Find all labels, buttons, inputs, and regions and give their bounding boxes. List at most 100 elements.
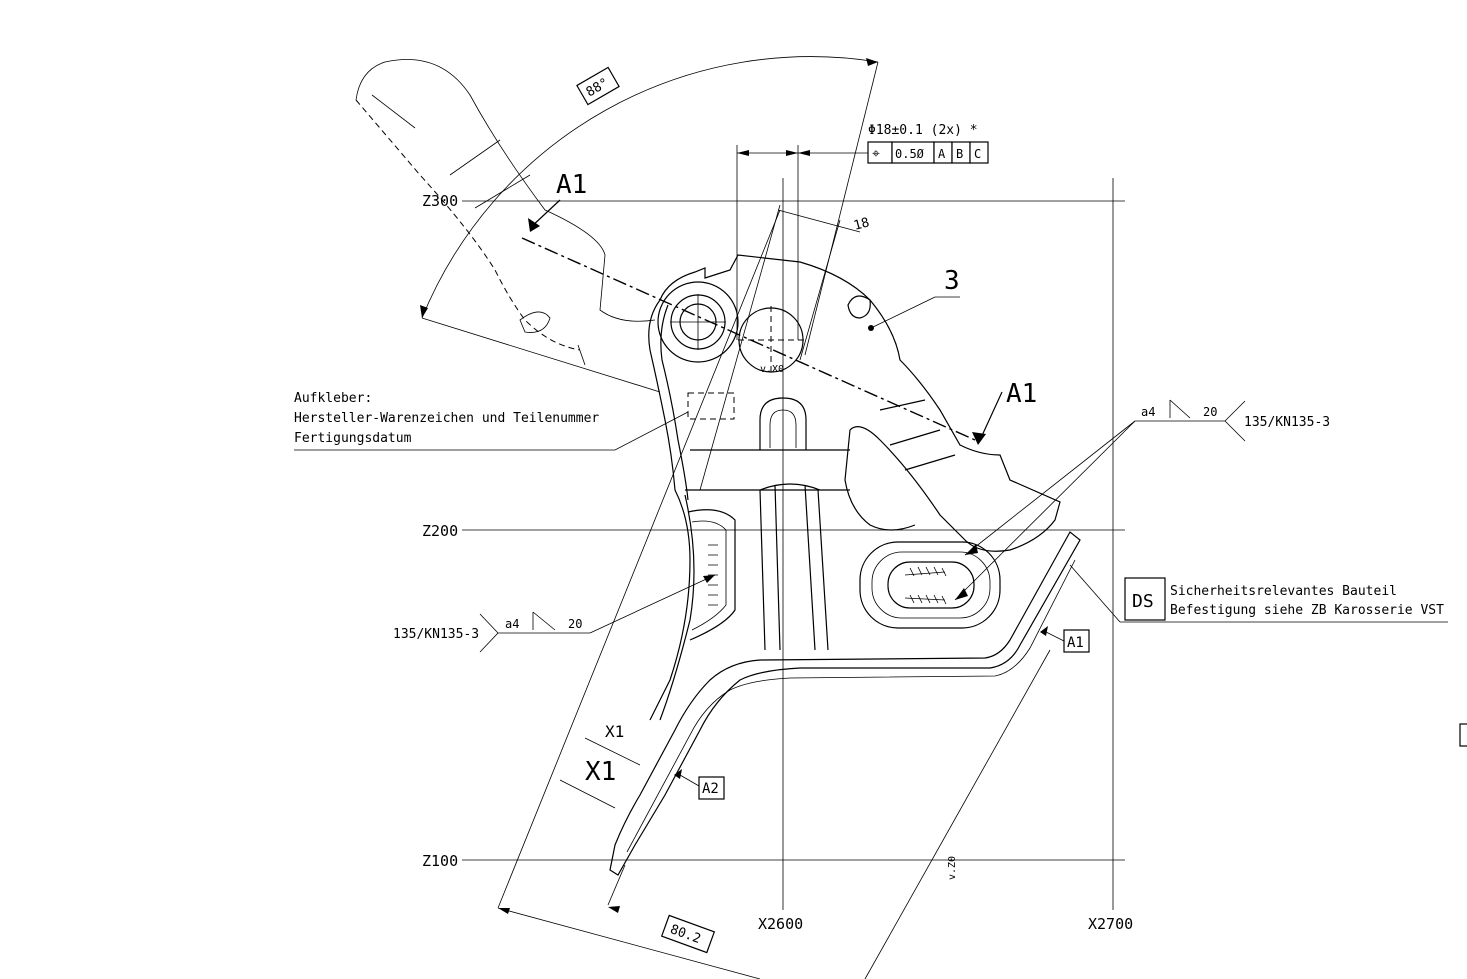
dim-18-ext [699, 204, 781, 491]
x2600-label: X2600 [758, 915, 803, 933]
angle-dim-box [576, 66, 620, 106]
phantom-outline-dashed [355, 99, 581, 351]
hole-dimension [699, 145, 868, 491]
hole-callout: Φ18±0.1 (2x) * [868, 123, 978, 138]
angle-dimension: 88° [420, 56, 879, 393]
z200-label: Z200 [422, 522, 458, 540]
ds-note-line-1: Sicherheitsrelevantes Bauteil [1170, 584, 1397, 599]
ds-badge: DS [1132, 591, 1154, 612]
x2700-label: X2700 [1088, 915, 1133, 933]
left-pocket-inner [691, 520, 727, 631]
arrow-head [608, 906, 620, 913]
angle-arc [421, 56, 879, 319]
right-pocket-mid [871, 551, 991, 619]
dim-80-2-line [497, 907, 761, 979]
angle-extension-line [421, 317, 661, 393]
dim-18-line [777, 209, 861, 233]
phantom-hole [519, 311, 551, 333]
section-label-x1-large: X1 [585, 757, 616, 787]
weld-tail [479, 613, 499, 634]
weld-tail [479, 632, 499, 653]
part-lower-leg-inner [626, 559, 1076, 853]
datum-triangle [674, 769, 682, 779]
phantom-hatch [371, 94, 416, 129]
z300-label: Z300 [422, 192, 458, 210]
weld-arrow [954, 420, 1136, 601]
z100-label: Z100 [422, 852, 458, 870]
sticker-area [687, 392, 735, 420]
ds-note-line-2: Befestigung siehe ZB Karosserie VST [1170, 603, 1444, 618]
dim-80-2-ext [607, 864, 626, 906]
small-hole [847, 295, 871, 319]
arrow-head [798, 150, 810, 156]
weld-right-process: 135/KN135-3 [1244, 415, 1330, 430]
weld-left-process: 135/KN135-3 [393, 627, 479, 642]
weld-tail [1224, 420, 1246, 442]
bracket-part [609, 254, 1081, 876]
sticker-note-line-3: Fertigungsdatum [294, 431, 412, 446]
center-rib-top [759, 483, 821, 491]
phantom-hatch [577, 344, 586, 366]
section-arrow-stem [979, 391, 1003, 441]
item-3-leader [870, 296, 936, 329]
weld-left-size: a4 [505, 617, 519, 631]
weld-arrow [589, 574, 716, 634]
arrow-head [955, 588, 968, 600]
arrow-head [498, 908, 510, 914]
edge-handle[interactable] [1459, 723, 1467, 747]
weld-tail [1224, 400, 1246, 422]
left-pocket [687, 509, 736, 641]
sticker-leader [294, 411, 689, 451]
weld-seam [904, 571, 946, 601]
datum-tag-a2-box [698, 776, 725, 800]
section-cut-line [521, 237, 976, 441]
datum-leader [1045, 631, 1065, 642]
weld-ticks [909, 566, 947, 605]
datum-leader [679, 774, 700, 787]
weld-symbol-right [954, 399, 1246, 601]
fcf-datum-a: A [938, 147, 946, 161]
grid-lines [462, 178, 1125, 910]
sticker-note-line-1: Aufkleber: [294, 391, 372, 406]
weld-arrow [964, 420, 1136, 556]
vx-label: v.X0 [760, 364, 784, 375]
sticker-note-line-2: Hersteller-Warenzeichen und Teilenummer [294, 411, 599, 426]
fcf-cell [969, 141, 989, 164]
fillet-symbol [1169, 399, 1191, 419]
datum-tag-a2: A2 [702, 781, 719, 797]
datum-triangle [1040, 626, 1048, 636]
phantom-hatch [474, 174, 531, 209]
section-arrow-head [972, 432, 986, 445]
phantom-hatch [449, 139, 501, 176]
part-lower-leg [609, 531, 1081, 876]
arrow-head [965, 544, 978, 555]
section-arrow-head [528, 218, 540, 232]
section-label-x1-small: X1 [605, 722, 624, 741]
feature-control-frame: ⌖ 0.5Ø A B C [867, 141, 989, 164]
weld-symbol-left [479, 574, 716, 653]
slot-inner [769, 409, 797, 448]
pivot-boss-outer [657, 281, 739, 363]
fcf-datum-c: C [974, 147, 981, 161]
fillet-symbol [532, 611, 556, 631]
x1-extension [497, 209, 781, 909]
arrow-head [703, 575, 715, 583]
ds-note [1069, 564, 1448, 623]
dim-18-text: 18 [852, 215, 871, 234]
dim-18-ext [799, 219, 841, 361]
phantom-lever [355, 59, 656, 366]
arrow-head [420, 305, 428, 318]
ds-badge-box [1124, 577, 1166, 621]
item-number: 3 [944, 266, 960, 296]
section-label-a1-right: A1 [1006, 379, 1037, 409]
part-flange-left [660, 304, 689, 501]
weld-right-length: 20 [1203, 405, 1217, 419]
x1-dim-line [559, 779, 616, 809]
right-pocket-outer [859, 541, 1001, 629]
section-x1 [497, 209, 1051, 979]
datum-tag-a1: A1 [1067, 635, 1084, 651]
ds-leader [1069, 564, 1121, 623]
vz-label: v.Z0 [947, 856, 958, 880]
part-flange-inner [659, 494, 695, 721]
